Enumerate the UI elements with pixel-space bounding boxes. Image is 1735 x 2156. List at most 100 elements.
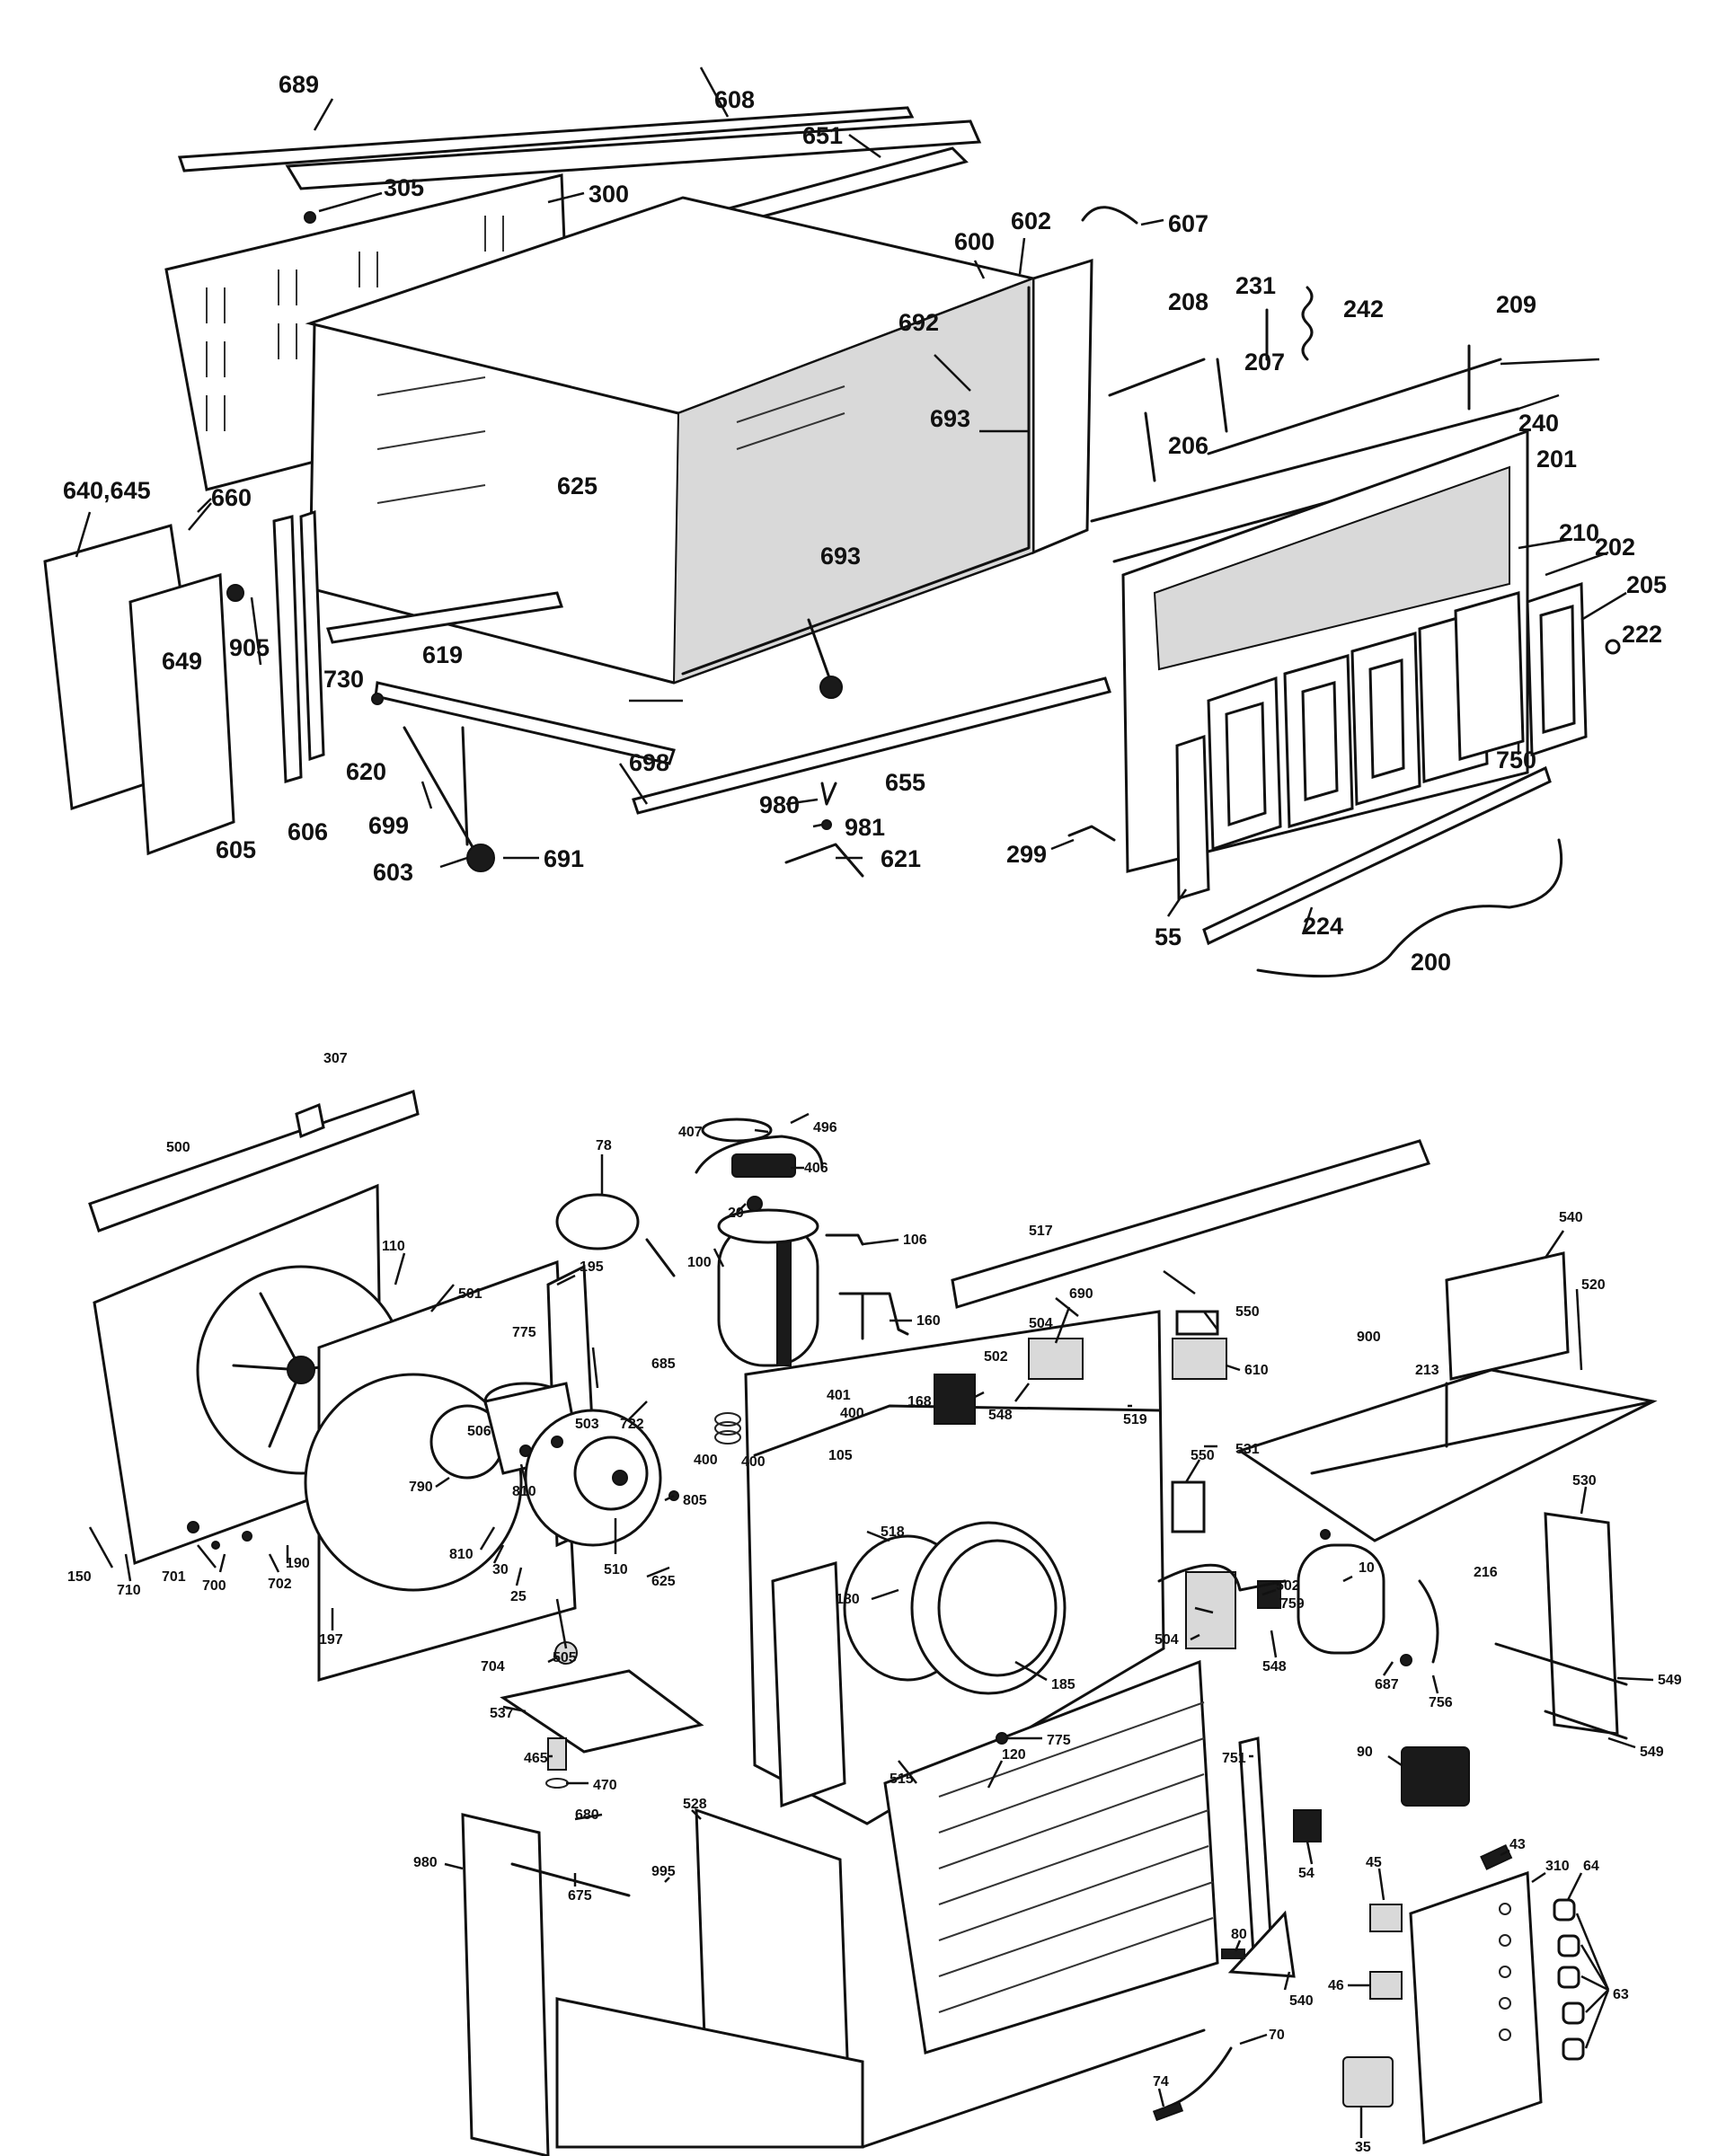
callout-label: 407 [678, 1125, 703, 1140]
callout-label: 210 [1559, 519, 1599, 546]
callout-label: 680 [575, 1807, 599, 1823]
callout-label: 625 [651, 1574, 676, 1589]
callout-label: 537 [490, 1706, 514, 1721]
callout-label: 621 [881, 845, 921, 872]
callout-label: 45 [1366, 1855, 1382, 1870]
chassis-assembly [88, 1090, 1658, 2156]
callout-label: 496 [813, 1120, 837, 1135]
callout-label: 607 [1168, 210, 1208, 237]
callout-label: 518 [881, 1524, 905, 1540]
callout-label: 531 [1235, 1442, 1260, 1457]
callout-label: 751 [1222, 1751, 1246, 1766]
callout-label: 504 [1029, 1316, 1053, 1331]
callout-label: 692 [898, 309, 939, 336]
callout-label: 603 [373, 859, 413, 886]
callout-label: 208 [1168, 288, 1208, 315]
callout-label: 530 [1572, 1473, 1597, 1489]
callout-label: 400 [694, 1453, 718, 1468]
callout-label: 649 [162, 648, 202, 675]
callout-label: 401 [827, 1388, 851, 1403]
callout-label: 70 [1269, 2028, 1285, 2043]
callout-label: 400 [840, 1406, 864, 1421]
callout-label: 730 [323, 666, 364, 693]
callout-label: 505 [553, 1650, 577, 1666]
callout-label: 710 [117, 1583, 141, 1598]
callout-label: 25 [510, 1589, 527, 1604]
callout-label: 78 [596, 1138, 612, 1153]
callout-label: 691 [544, 845, 584, 872]
callout-label: 685 [651, 1356, 676, 1372]
callout-label: 675 [568, 1888, 592, 1904]
callout-label: 501 [458, 1286, 482, 1302]
callout-label: 698 [629, 749, 669, 776]
callout-label: 548 [988, 1408, 1013, 1423]
leader-lines [75, 66, 1654, 2138]
callout-label: 299 [1006, 841, 1047, 868]
callout-label: 549 [1658, 1673, 1682, 1688]
callout-label: 699 [368, 812, 409, 839]
callout-label: 90 [1357, 1745, 1373, 1760]
callout-label: 995 [651, 1864, 676, 1879]
bottom-callout-labels: 307 496 407 78 406 500 20 106 517 540 11… [67, 1051, 1682, 2155]
callout-label: 693 [820, 543, 861, 570]
callout-label: 201 [1536, 446, 1577, 473]
callout-label: 160 [916, 1313, 941, 1329]
callout-label: 503 [575, 1417, 599, 1432]
callout-label: 602 [1011, 208, 1051, 234]
callout-label: 240 [1518, 410, 1559, 437]
callout-label: 54 [1298, 1866, 1315, 1881]
callout-label: 775 [512, 1325, 536, 1340]
callout-label: 231 [1235, 272, 1276, 299]
callout-label: 981 [845, 814, 885, 841]
callout-label: 540 [1289, 1993, 1314, 2009]
callout-label: 687 [1375, 1677, 1399, 1692]
callout-label: 465 [524, 1751, 548, 1766]
top-callout-labels: 689 608 651 305 300 607 602 600 692 208 … [63, 71, 1667, 976]
callout-label: 500 [166, 1140, 190, 1155]
callout-label: 150 [67, 1569, 92, 1585]
callout-label: 106 [903, 1233, 927, 1248]
callout-label: 605 [216, 836, 256, 863]
callout-label: 502 [1276, 1578, 1300, 1594]
callout-label: 120 [1002, 1747, 1026, 1763]
callout-label: 207 [1244, 349, 1285, 376]
callout-label: 548 [1262, 1659, 1287, 1674]
callout-label: 10 [1359, 1560, 1375, 1576]
callout-label: 810 [449, 1547, 474, 1562]
callout-label: 701 [162, 1569, 186, 1585]
callout-label: 200 [1411, 949, 1451, 976]
callout-label: 400 [741, 1454, 766, 1470]
callout-label: 406 [804, 1161, 828, 1176]
callout-label: 517 [1029, 1224, 1053, 1239]
callout-label: 506 [467, 1424, 491, 1439]
callout-label: 55 [1155, 923, 1182, 950]
callout-label: 515 [890, 1772, 914, 1787]
callout-label: 470 [593, 1778, 617, 1793]
callout-label: 660 [211, 484, 252, 511]
callout-label: 242 [1343, 296, 1384, 323]
callout-label: 195 [580, 1259, 604, 1275]
callout-label: 20 [728, 1206, 744, 1221]
callout-label: 689 [279, 71, 319, 98]
callout-label: 206 [1168, 432, 1208, 459]
callout-label: 750 [1496, 747, 1536, 773]
callout-label: 900 [1357, 1330, 1381, 1345]
callout-label: 775 [1047, 1733, 1071, 1748]
callout-label: 213 [1415, 1363, 1439, 1378]
callout-label: 640,645 [63, 477, 151, 504]
callout-label: 197 [319, 1632, 343, 1648]
callout-label: 905 [229, 634, 270, 661]
callout-label: 606 [288, 818, 328, 845]
callout-label: 700 [202, 1578, 226, 1594]
callout-label: 702 [268, 1577, 292, 1592]
callout-label: 30 [492, 1562, 509, 1577]
callout-label: 510 [604, 1562, 628, 1577]
callout-label: 307 [323, 1051, 348, 1066]
callout-label: 519 [1123, 1412, 1147, 1427]
callout-label: 690 [1069, 1286, 1093, 1302]
callout-label: 722 [620, 1417, 644, 1432]
callout-label: 180 [836, 1592, 860, 1607]
callout-label: 520 [1581, 1277, 1606, 1293]
callout-label: 190 [286, 1556, 310, 1571]
